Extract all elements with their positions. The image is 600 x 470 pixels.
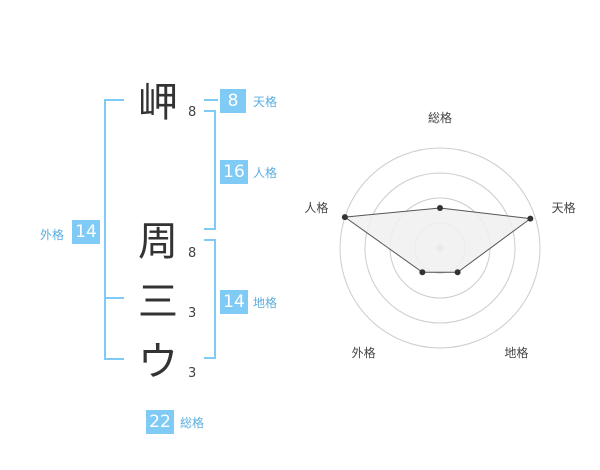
radar-point-2	[527, 215, 534, 222]
name-char-3: 三	[138, 279, 178, 325]
name-char-1: 岬	[138, 80, 178, 126]
soukaku-label: 総格	[180, 416, 205, 430]
radar-area	[343, 207, 532, 273]
gaikaku-label: 外格	[40, 228, 65, 242]
radar-point-3	[454, 269, 461, 276]
tenkaku-value-badge: 8	[220, 89, 246, 113]
radar-axis-label-3: 地格	[504, 345, 528, 360]
gaikaku-mid-tick	[104, 297, 124, 299]
soukaku-value-badge: 22	[146, 410, 174, 434]
chikaku-label: 地格	[253, 296, 278, 310]
gaikaku-value-badge: 14	[72, 220, 100, 244]
jinkaku-label: 人格	[253, 166, 278, 180]
jinkaku-bracket	[204, 110, 216, 230]
stroke-count-3: 3	[188, 306, 197, 321]
stroke-count-4: 3	[188, 366, 197, 381]
radar-point-5	[341, 214, 348, 221]
chikaku-value-badge: 14	[220, 290, 248, 314]
name-char-4: ウ	[138, 339, 178, 385]
radar-area-group	[343, 207, 532, 273]
radar-ring-4	[339, 147, 541, 349]
stroke-count-1: 8	[188, 105, 197, 120]
chikaku-bracket	[204, 239, 216, 359]
radar-axis-label-2: 天格	[552, 200, 576, 215]
radar-axis-label-1: 総格	[428, 110, 452, 125]
radar-point-1	[437, 205, 443, 211]
radar-points	[341, 205, 534, 276]
radar-axis-label-4: 外格	[352, 345, 376, 360]
radar-ring-3	[364, 172, 516, 324]
tenkaku-label: 天格	[253, 95, 278, 109]
radar-axis-label-5: 人格	[304, 200, 328, 215]
stroke-count-2: 8	[188, 246, 197, 261]
gaikaku-bracket	[104, 99, 124, 360]
name-char-2: 周	[138, 219, 178, 265]
jinkaku-value-badge: 16	[220, 160, 248, 184]
radar-point-4	[419, 269, 426, 276]
tenkaku-tick	[204, 99, 218, 101]
